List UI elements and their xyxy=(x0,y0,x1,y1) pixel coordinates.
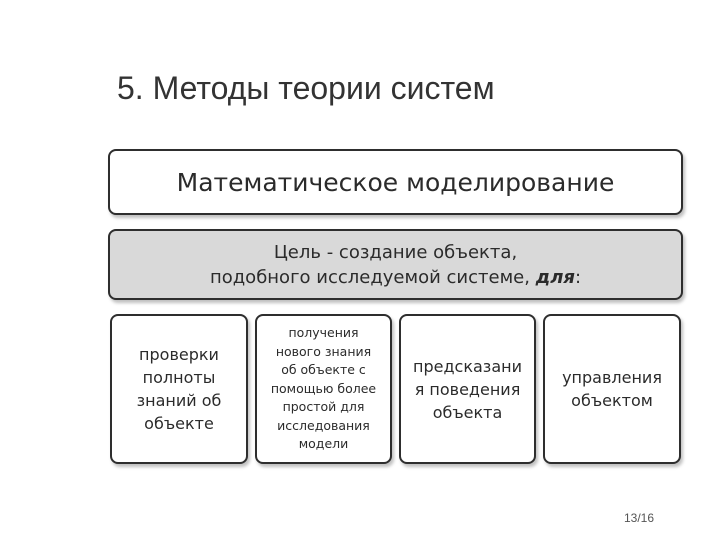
purpose-label-3: предсказани я поведения объекта xyxy=(413,356,522,422)
purpose-box-2: получения нового знания об объекте с пом… xyxy=(255,314,392,464)
goal-colon: : xyxy=(574,266,582,288)
method-box: Математическое моделирование xyxy=(108,149,683,215)
purpose-label-1: проверки полноты знаний об объекте xyxy=(136,345,222,433)
goal-line-2-text: подобного исследуемой системе, xyxy=(209,266,536,288)
goal-line-2: подобного исследуемой системе, для: xyxy=(210,265,581,290)
purpose-box-4: управления объектом xyxy=(543,314,681,464)
goal-emphasis: для xyxy=(535,266,575,288)
purpose-label-4: управления объектом xyxy=(562,368,662,410)
method-label: Математическое моделирование xyxy=(176,167,615,197)
slide-title: 5. Методы теории систем xyxy=(117,70,495,106)
goal-line-1: Цель - создание объекта, xyxy=(273,241,518,263)
page-number: 13/16 xyxy=(624,511,655,525)
purpose-box-1: проверки полноты знаний об объекте xyxy=(110,314,248,464)
purpose-box-3: предсказани я поведения объекта xyxy=(399,314,536,464)
purpose-label-2: получения нового знания об объекте с пом… xyxy=(270,325,377,452)
goal-box: Цель - создание объекта, подобного иссле… xyxy=(108,229,683,300)
